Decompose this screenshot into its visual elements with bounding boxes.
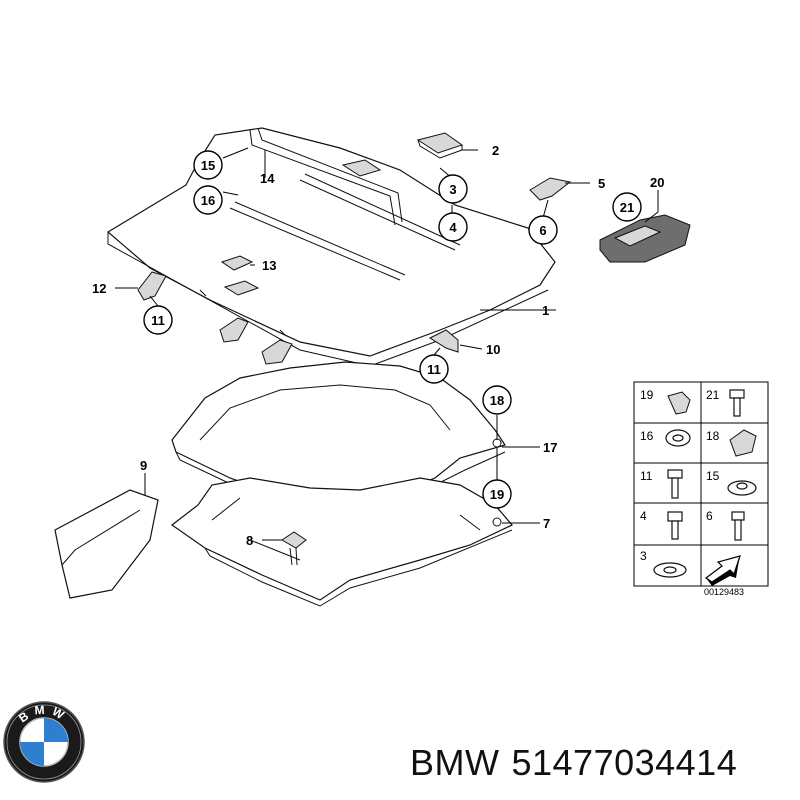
callout-21: 21 [612,192,642,222]
svg-text:10: 10 [486,342,500,357]
callout-8: 8 [246,533,253,548]
callout-5: 5 [598,176,605,191]
diagram-code: 00129483 [704,587,744,597]
side-trim-panel-part [54,489,159,599]
svg-text:2: 2 [492,143,499,158]
svg-text:11: 11 [427,362,441,377]
svg-text:4: 4 [640,509,647,523]
legend-cell-21: 21 [706,388,745,417]
part-number: 51477034414 [511,742,738,783]
svg-text:8: 8 [246,533,253,548]
fastener-legend: 19 21 16 18 11 15 4 [633,381,769,597]
svg-text:15: 15 [706,469,720,483]
svg-text:16: 16 [201,193,215,208]
parts-diagram: 1 2 3 4 5 6 7 8 9 10 11 11 12 13 14 15 1… [54,127,769,607]
callout-19: 19 [482,479,512,509]
svg-text:6: 6 [539,223,546,238]
callout-15: 15 [193,150,223,180]
svg-text:12: 12 [92,281,106,296]
svg-text:18: 18 [706,429,720,443]
bmw-logo-icon: BMW [3,701,85,783]
cover-cap-part-2 [416,132,464,159]
leader-lines [115,147,659,541]
callout-12: 12 [92,281,106,296]
svg-text:21: 21 [706,388,720,402]
callout-16: 16 [193,185,223,215]
svg-text:9: 9 [140,458,147,473]
callout-11-upper: 11 [143,305,173,335]
svg-text:18: 18 [490,393,504,408]
svg-text:13: 13 [262,258,276,273]
callout-1: 1 [542,303,549,318]
legend-cell-11: 11 [640,469,683,499]
callout-13: 13 [262,258,276,273]
actuator-part-20 [599,214,691,263]
svg-text:3: 3 [449,182,456,197]
legend-cell-3: 3 [640,549,687,578]
svg-text:19: 19 [640,388,654,402]
svg-text:19: 19 [490,487,504,502]
svg-text:5: 5 [598,176,605,191]
callout-3: 3 [438,174,468,204]
legend-cell-4: 4 [640,509,683,540]
svg-text:16: 16 [640,429,654,443]
clip-part-10 [428,329,459,353]
svg-text:20: 20 [650,175,664,190]
callout-17: 17 [543,440,557,455]
hinge-part-a [219,317,249,343]
svg-text:4: 4 [449,220,457,235]
legend-cell-18: 18 [706,429,757,457]
hinge-part-b [261,339,293,365]
callout-2: 2 [492,143,499,158]
svg-text:6: 6 [706,509,713,523]
svg-text:17: 17 [543,440,557,455]
svg-text:7: 7 [543,516,550,531]
svg-text:14: 14 [260,171,275,186]
floor-panel-part [106,127,556,367]
clip-part-12 [137,271,167,301]
callout-7: 7 [543,516,550,531]
callout-4: 4 [438,212,468,242]
callout-9: 9 [140,458,147,473]
push-rivet-part-8 [281,531,307,566]
svg-text:11: 11 [151,313,165,328]
callout-6: 6 [528,215,558,245]
svg-text:21: 21 [620,200,634,215]
bracket-part-5 [529,177,572,201]
legend-cell-16: 16 [640,429,691,447]
svg-text:3: 3 [640,549,647,563]
orientation-arrow-icon [704,555,741,586]
svg-text:1: 1 [542,303,549,318]
legend-cell-6: 6 [706,509,745,541]
svg-text:15: 15 [201,158,215,173]
legend-cell-15: 15 [706,469,757,496]
legend-cell-19: 19 [640,388,691,415]
callout-11-lower: 11 [419,354,449,384]
callout-20: 20 [650,175,664,190]
callout-14: 14 [260,171,275,186]
brand-name: BMW [410,742,500,783]
part-number-caption: BMW 51477034414 [410,742,790,784]
svg-text:11: 11 [640,469,653,483]
callout-18: 18 [482,385,512,415]
callout-10: 10 [486,342,500,357]
